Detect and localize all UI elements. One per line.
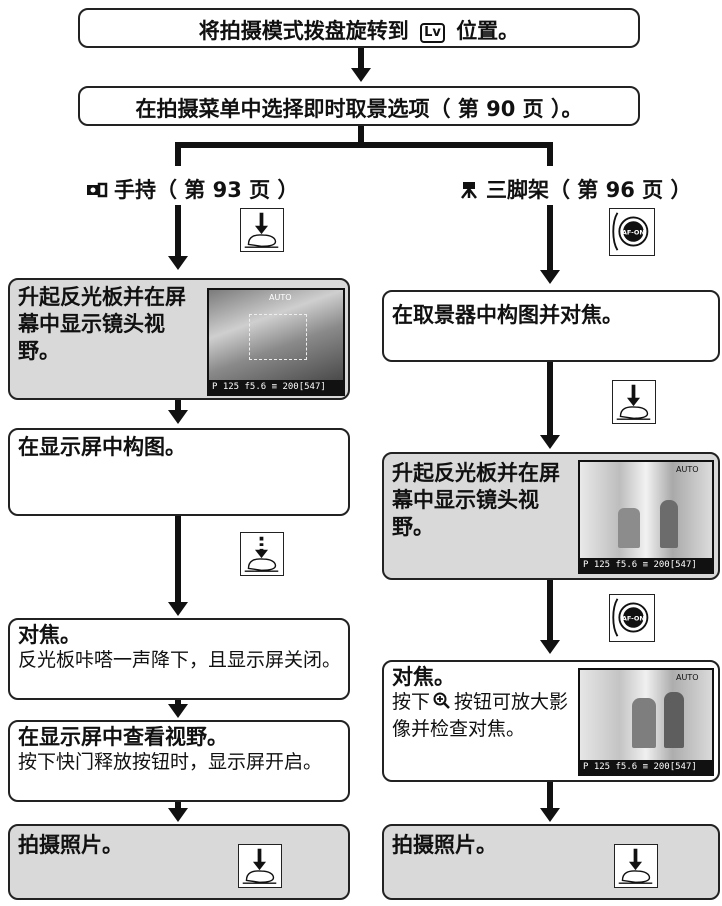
connector [175, 205, 181, 259]
connector [547, 205, 553, 273]
step-rotate-dial: 将拍摄模式拨盘旋转到 Lv 位置。 [78, 8, 640, 48]
left-raise-mirror-text: 升起反光板并在屏幕中显示镜头视野。 [18, 285, 186, 363]
connector [175, 802, 181, 812]
tripod-icon [461, 182, 477, 199]
left-check-view-text: 按下快门释放按钮时，显示屏开启。 [18, 751, 323, 773]
shutter-half-press-icon [240, 532, 284, 576]
arrowhead [540, 808, 560, 822]
connector [547, 580, 553, 644]
left-take-photo-text: 拍摄照片。 [18, 833, 123, 857]
handheld-label: 手持（ 第 93 页 ） [86, 174, 298, 204]
step-select-live-view-text: 在拍摄菜单中选择即时取景选项（ 第 90 页 ）。 [135, 97, 583, 121]
left-raise-mirror-box: 升起反光板并在屏幕中显示镜头视野。 AUTO P 125 f5.6 ≡ 200[… [8, 278, 350, 400]
connector [175, 516, 181, 606]
shutter-press-icon [612, 380, 656, 424]
connector [175, 142, 181, 166]
connector [358, 126, 364, 146]
shutter-full-press-icon [238, 844, 282, 888]
arrowhead [540, 640, 560, 654]
arrowhead [351, 68, 371, 82]
lcd-mode: AUTO [676, 465, 699, 474]
handheld-label-text: 手持（ 第 93 页 ） [114, 178, 299, 202]
right-focus-text-before: 按下 [392, 691, 431, 713]
connector [547, 782, 553, 812]
right-compose-focus-box: 在取景器中构图并对焦。 [382, 290, 720, 362]
arrowhead [540, 270, 560, 284]
arrowhead [540, 435, 560, 449]
left-focus-text: 反光板咔嗒一声降下，且显示屏关闭。 [18, 649, 342, 671]
right-raise-mirror-text: 升起反光板并在屏幕中显示镜头视野。 [392, 461, 560, 539]
left-compose-text: 在显示屏中构图。 [18, 435, 186, 459]
shutter-full-press-icon [614, 844, 658, 888]
lcd-info-bar: P 125 f5.6 ≡ 200[547] [580, 558, 712, 572]
step-rotate-dial-text-after: 位置。 [456, 19, 520, 43]
connector [547, 362, 553, 438]
left-check-view-title: 在显示屏中查看视野。 [18, 725, 228, 749]
tripod-label-text: 三脚架（ 第 96 页 ） [486, 178, 692, 202]
af-on-button-icon: AF-ON [609, 594, 655, 642]
tripod-label: 三脚架（ 第 96 页 ） [458, 174, 691, 204]
zoom-in-icon [433, 692, 450, 709]
arrowhead [168, 410, 188, 424]
lcd-preview: AUTO P 125 f5.6 ≡ 200[547] [578, 668, 714, 776]
lcd-mode: AUTO [676, 673, 699, 682]
right-focus-box: 对焦。 按下按钮可放大影像并检查对焦。 AUTO P 125 f5.6 ≡ 20… [382, 660, 720, 782]
step-rotate-dial-text-before: 将拍摄模式拨盘旋转到 [198, 19, 409, 43]
right-raise-mirror-box: 升起反光板并在屏幕中显示镜头视野。 AUTO P 125 f5.6 ≡ 200[… [382, 452, 720, 580]
right-focus-text-after: 按钮可放大影像并检查对焦。 [392, 691, 569, 740]
left-take-photo-box: 拍摄照片。 [8, 824, 350, 900]
left-check-view-box: 在显示屏中查看视野。 按下快门释放按钮时，显示屏开启。 [8, 720, 350, 802]
connector [547, 142, 553, 166]
lcd-mode: AUTO [269, 293, 292, 302]
left-focus-box: 对焦。 反光板咔嗒一声降下，且显示屏关闭。 [8, 618, 350, 700]
handheld-icon [87, 182, 108, 198]
arrowhead [168, 256, 188, 270]
arrowhead [168, 602, 188, 616]
af-on-button-icon: AF-ON [609, 208, 655, 256]
right-take-photo-text: 拍摄照片。 [392, 833, 497, 857]
lcd-info-bar: P 125 f5.6 ≡ 200[547] [580, 760, 712, 774]
connector [175, 400, 181, 414]
svg-text:AF-ON: AF-ON [622, 228, 645, 236]
right-take-photo-box: 拍摄照片。 [382, 824, 720, 900]
arrowhead [168, 704, 188, 718]
lcd-preview: AUTO P 125 f5.6 ≡ 200[547] [207, 288, 345, 396]
step-select-live-view: 在拍摄菜单中选择即时取景选项（ 第 90 页 ）。 [78, 86, 640, 126]
lv-icon: Lv [420, 23, 445, 43]
right-focus-title: 对焦。 [392, 665, 455, 689]
lcd-preview: AUTO P 125 f5.6 ≡ 200[547] [578, 460, 714, 574]
left-compose-box: 在显示屏中构图。 [8, 428, 350, 516]
shutter-press-icon [240, 208, 284, 252]
lcd-info-bar: P 125 f5.6 ≡ 200[547] [209, 380, 343, 394]
left-focus-title: 对焦。 [18, 623, 81, 647]
right-focus-text: 按下按钮可放大影像并检查对焦。 [392, 689, 576, 743]
connector [358, 48, 364, 70]
arrowhead [168, 808, 188, 822]
svg-text:AF-ON: AF-ON [622, 614, 645, 622]
right-compose-focus-text: 在取景器中构图并对焦。 [392, 303, 623, 327]
connector [175, 142, 553, 148]
